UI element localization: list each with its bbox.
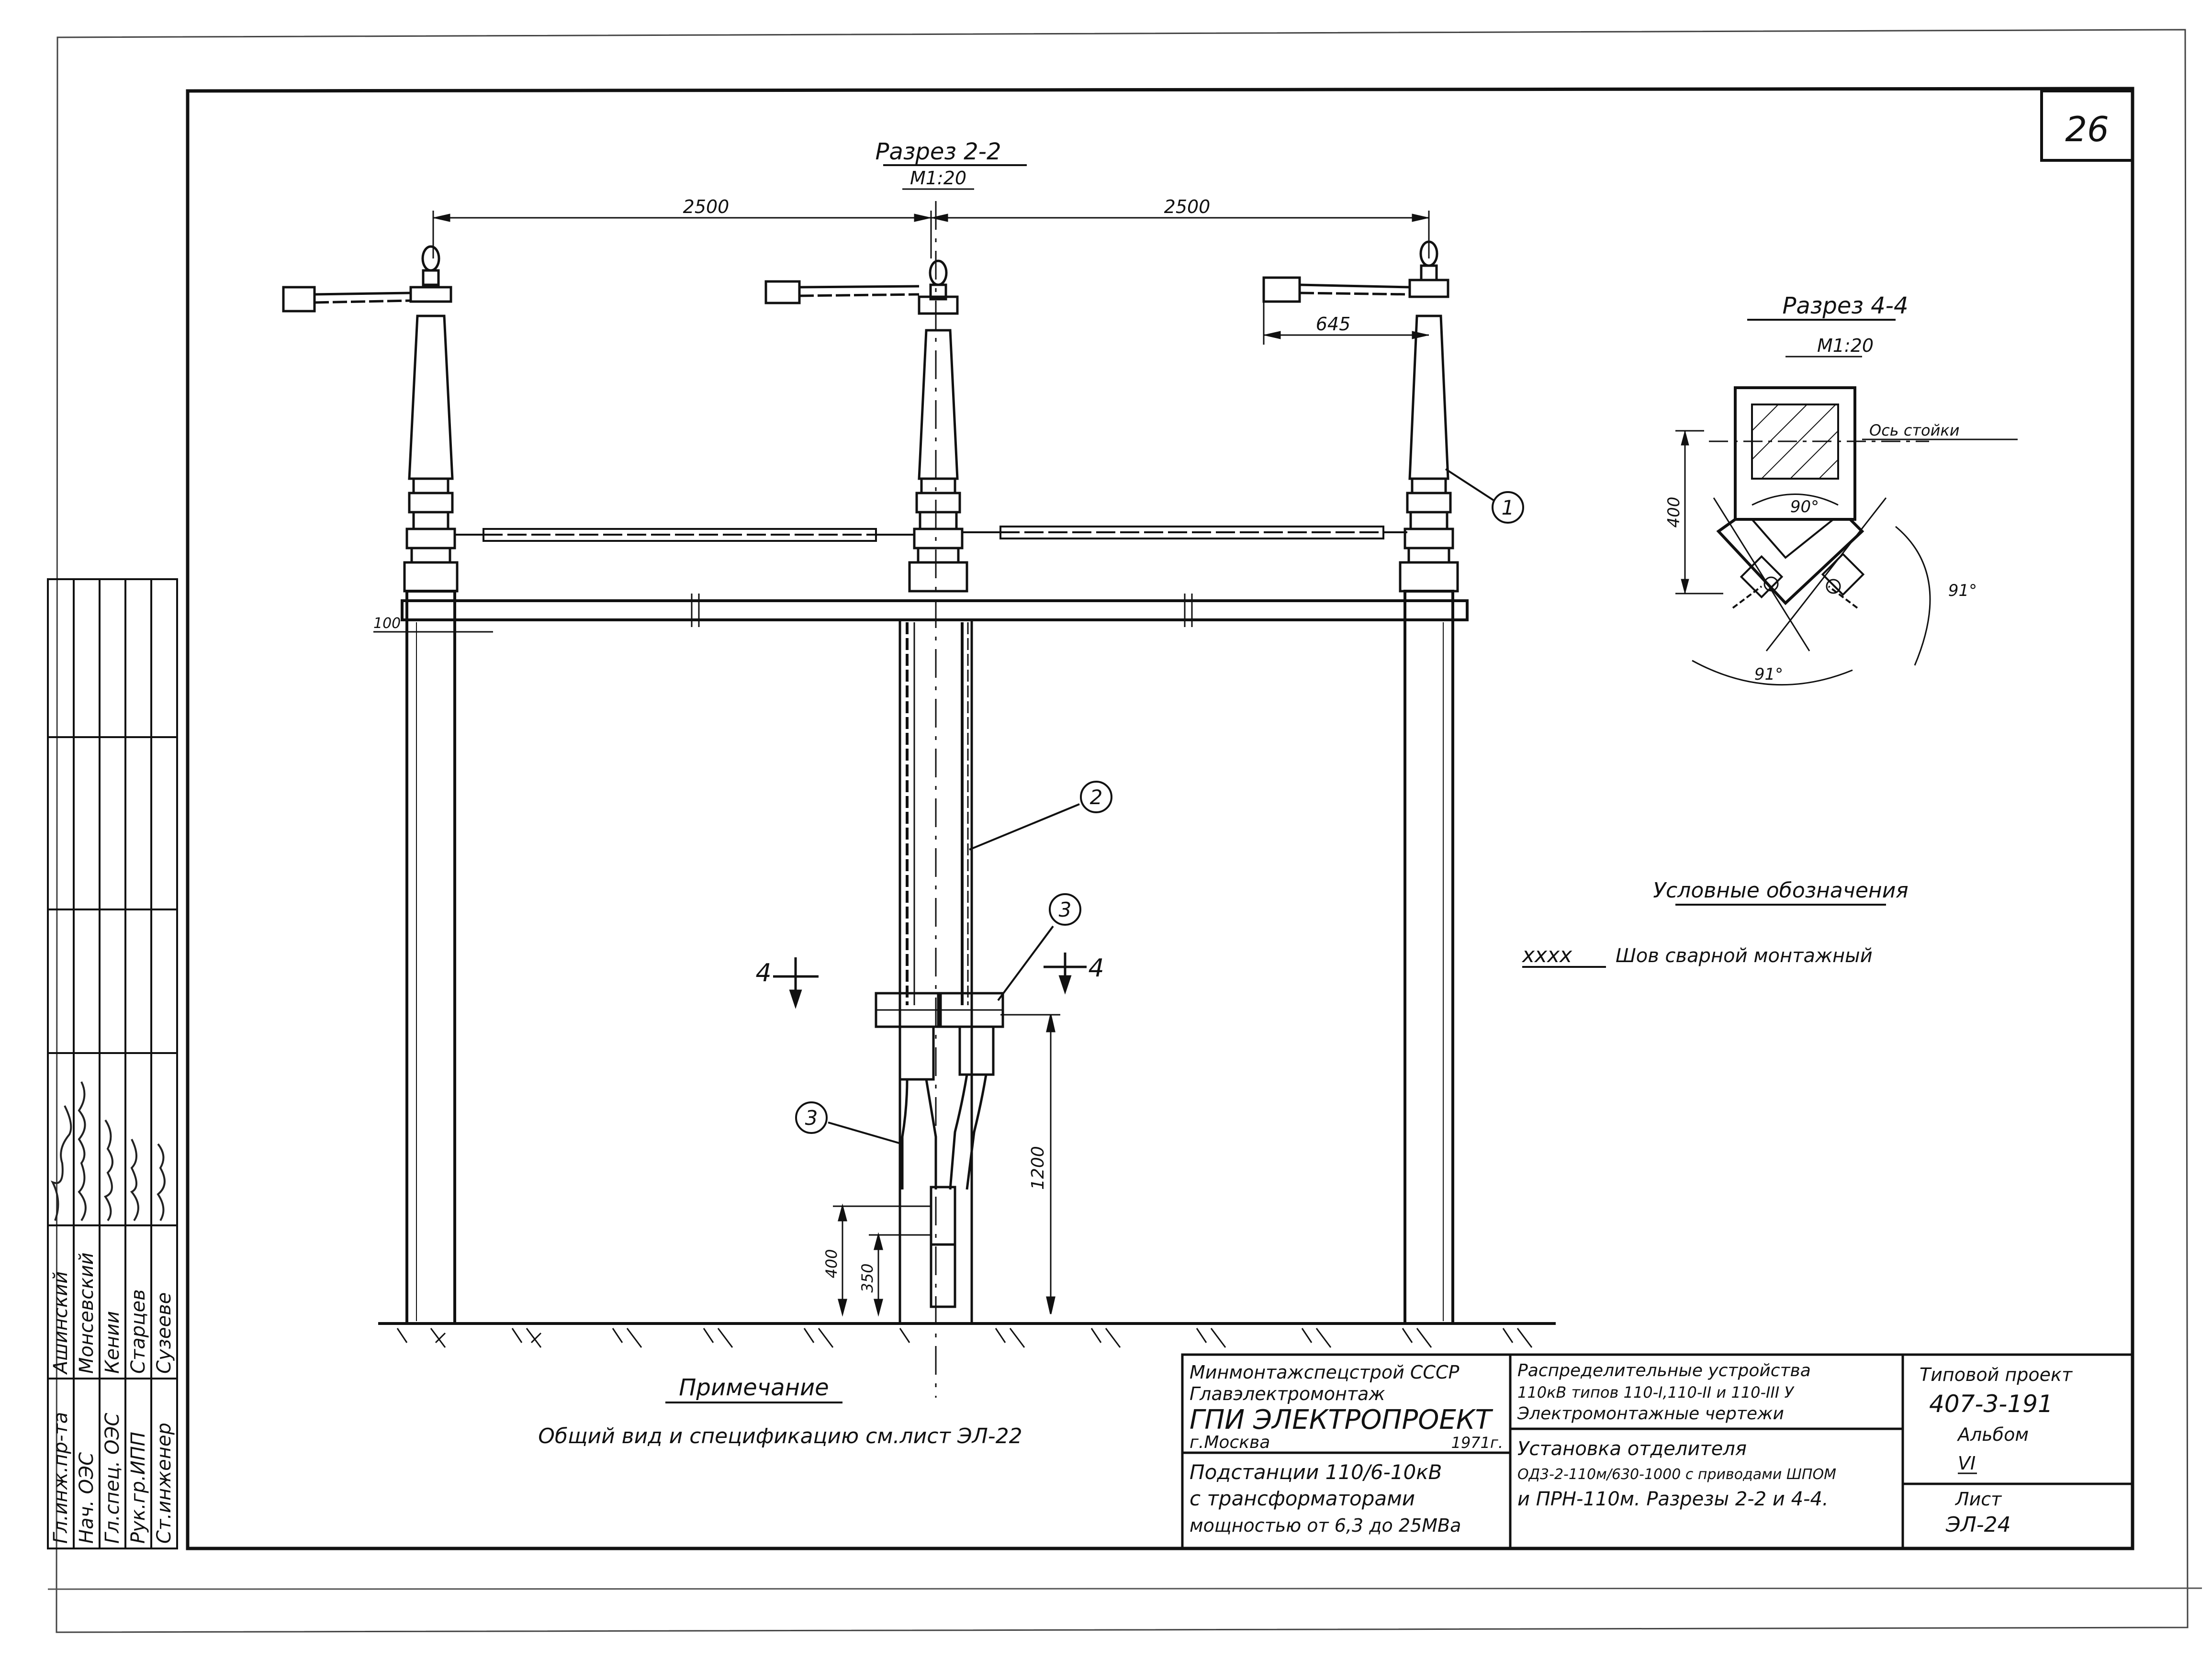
org-line2: Главэлектромонтаж <box>1190 1383 1385 1404</box>
org-line1: Минмонтажспецстрой СССР <box>1190 1362 1459 1383</box>
main-scale: М1:20 <box>910 168 966 189</box>
title-block-text: Минмонтажспецстрой СССР Главэлектромонта… <box>1190 1361 2073 1537</box>
desc-line2: 110кВ типов 110-I,110-II и 110-III У <box>1517 1383 1795 1402</box>
list-label: Лист <box>1954 1489 2002 1510</box>
role-2: Нач. ОЭС <box>76 1452 98 1544</box>
insulator-left <box>282 245 459 593</box>
section-title: Разрез 4-4 <box>1782 292 1908 319</box>
name-2: Монсевский <box>76 1253 98 1374</box>
callout-2: 2 <box>969 781 1112 851</box>
callout-1: 1 <box>1445 468 1524 524</box>
ground-line <box>378 1322 1556 1348</box>
section-mark-left: 4 <box>755 959 771 987</box>
legend-title: Условные обозначения <box>1653 878 1909 903</box>
dim-span-left: 2500 <box>683 196 730 217</box>
sec-height: 400 <box>1664 497 1684 528</box>
org-city: г.Москва <box>1190 1433 1270 1452</box>
axis-label: Ось стойки <box>1869 421 1960 439</box>
legend: Условные обозначения xxxx Шов сварной мо… <box>1521 878 1909 968</box>
svg-text:3: 3 <box>1059 898 1072 921</box>
note: Примечание Общий вид и спецификацию см.л… <box>538 1374 1022 1448</box>
legend-symbol: xxxx <box>1521 943 1572 967</box>
main-title: Разрез 2-2 <box>875 138 1001 165</box>
callout-3-upper: 3 <box>997 893 1081 1001</box>
note-title: Примечание <box>679 1374 829 1401</box>
role-4: Рук.гр.ИПП <box>127 1432 149 1544</box>
sheet-title-line3: и ПРН-110м. Разрезы 2-2 и 4-4. <box>1517 1488 1829 1510</box>
handwritten-signatures <box>50 1081 166 1222</box>
album-number: VI <box>1958 1453 1976 1474</box>
role-5: Ст.инженер <box>153 1423 175 1544</box>
section-mark-right: 4 <box>1088 954 1104 983</box>
dim-400: 400 <box>822 1249 841 1278</box>
sheet-title-line2: ОД3-2-110м/630-1000 с приводами ШПОМ <box>1517 1466 1836 1483</box>
callout-3-lower: 3 <box>795 1101 903 1145</box>
dim-span-right: 2500 <box>1164 196 1211 217</box>
desc-line1: Распределительные устройства <box>1517 1361 1811 1380</box>
org-year: 1971г. <box>1451 1434 1503 1452</box>
dim-arm: 645 <box>1316 314 1351 335</box>
sheet-number: 26 <box>2065 109 2109 149</box>
project-number: 407-3-191 <box>1929 1390 2053 1418</box>
name-5: Сузееве <box>153 1292 175 1374</box>
section-scale: М1:20 <box>1817 335 1874 356</box>
legend-text: Шов сварной монтажный <box>1616 945 1873 967</box>
sheet-number-box: 26 <box>2040 90 2134 162</box>
dim-350: 350 <box>858 1263 876 1292</box>
svg-text:3: 3 <box>805 1106 818 1130</box>
object-line1: Подстанции 110/6-10кВ <box>1190 1460 1442 1484</box>
project-label: Типовой проект <box>1920 1364 2073 1385</box>
sheet-title-line1: Установка отделителя <box>1517 1438 1747 1460</box>
section-4-4-drawing: Разрез 4-4 М1:20 Ось стойки 40 <box>1664 292 2018 686</box>
org-line3: ГПИ ЭЛЕКТРОПРОЕКТ <box>1190 1404 1493 1436</box>
signature-names: Ашинский Монсевский Кении Старцев Сузеев… <box>50 1253 175 1375</box>
role-3: Гл.спец. ОЭС <box>101 1413 124 1544</box>
angle-90: 90° <box>1790 497 1819 516</box>
main-section-drawing: Разрез 2-2 М1:20 2500 2500 <box>282 138 1556 1398</box>
level-mark: 100 <box>373 615 401 632</box>
vertical-dimensions: 1200 400 350 <box>822 1014 1060 1317</box>
angle-91-right: 91° <box>1948 581 1977 600</box>
note-text: Общий вид и спецификацию см.лист ЭЛ-22 <box>538 1424 1022 1448</box>
insulator-center <box>764 259 968 593</box>
object-line2: с трансформаторами <box>1190 1487 1415 1510</box>
album-label: Альбом <box>1956 1424 2029 1445</box>
name-3: Кении <box>101 1311 124 1374</box>
signature-roles: Гл.инж.пр-та Нач. ОЭС Гл.спец. ОЭС Рук.г… <box>50 1412 175 1544</box>
name-1: Ашинский <box>50 1271 72 1375</box>
object-line3: мощностью от 6,3 до 25МВа <box>1190 1515 1461 1536</box>
insulator-right <box>1262 240 1459 593</box>
role-1: Гл.инж.пр-та <box>50 1412 72 1544</box>
svg-text:2: 2 <box>1090 785 1103 809</box>
section-mark-4-4: 4 4 <box>755 953 1104 1009</box>
name-4: Старцев <box>127 1289 149 1374</box>
dim-1200: 1200 <box>1028 1146 1048 1190</box>
signature-stamp <box>47 578 178 1549</box>
list-number: ЭЛ-24 <box>1945 1513 2011 1537</box>
angle-91-bottom: 91° <box>1754 665 1783 684</box>
drive-brackets <box>875 992 1004 1308</box>
title-block <box>1181 1353 2134 1550</box>
linkage-rods <box>455 526 1407 542</box>
desc-line3: Электромонтажные чертежи <box>1517 1404 1784 1424</box>
svg-text:1: 1 <box>1502 496 1515 519</box>
